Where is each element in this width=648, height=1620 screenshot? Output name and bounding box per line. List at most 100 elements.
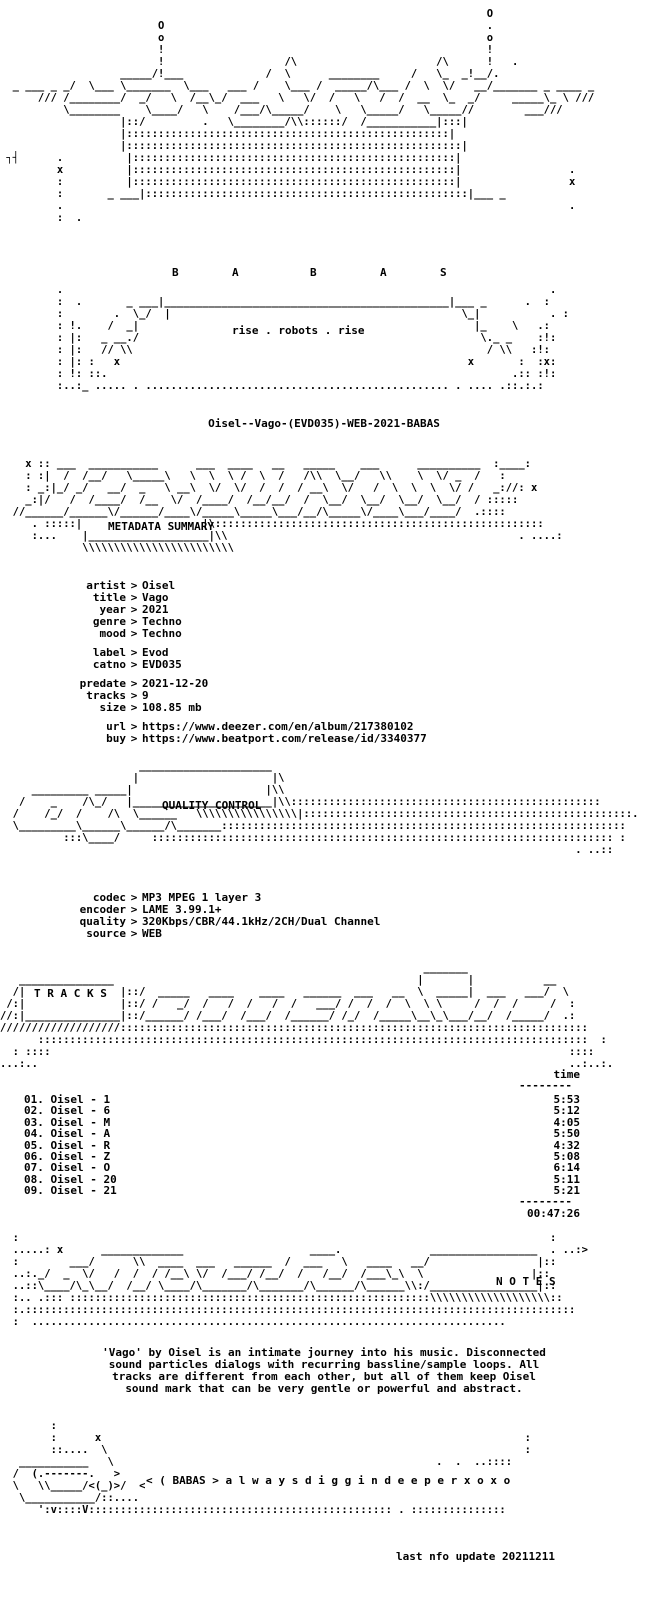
notes-text: 'Vago' by Oisel is an intimate journey i… [0, 1347, 648, 1395]
kv-key: buy [106, 732, 126, 745]
metadata-banner-art: x :: ___ ___________ ___ ____ __ _____ _… [12, 458, 563, 554]
kv-value: Vago [142, 591, 169, 604]
kv-key: catno [92, 658, 126, 671]
total-rule: -------- [519, 1195, 572, 1208]
kv-row-tracks: tracks>9 [60, 690, 427, 702]
kv-key: mood [99, 627, 127, 640]
kv-separator: > [130, 701, 138, 714]
kv-row-source: source>WEB [60, 928, 380, 940]
header-ascii-art: O O . o o ! [6, 8, 595, 224]
kv-separator: > [130, 615, 138, 628]
kv-separator: > [130, 732, 138, 745]
kv-row-mood: mood> Techno [60, 628, 427, 640]
track-time: 5:08 [553, 1149, 581, 1163]
track-name: 04. Oisel - A [24, 1127, 111, 1141]
notes-line-3: tracks are different from each other, bu… [112, 1370, 536, 1383]
slogan: rise . robots . rise [232, 324, 365, 337]
kv-row-title: title > Vago [60, 592, 427, 604]
tracks-section-title: T R A C K S [34, 987, 107, 1000]
kv-row-predate: predate>2021-12-20 [60, 678, 427, 690]
kv-value[interactable]: https://www.beatport.com/release/id/3340… [142, 732, 427, 745]
last-update: last nfo update 20211211 [396, 1550, 555, 1563]
kv-key: title [92, 591, 126, 604]
track-row: 05. Oisel - R 4:32 [24, 1138, 581, 1152]
kv-row-label: label>Evod [60, 647, 427, 659]
kv-value: LAME 3.99.1+ [142, 903, 222, 916]
kv-value: 320Kbps/CBR/44.1kHz/2CH/Dual Channel [142, 915, 381, 928]
kv-separator: > [130, 603, 138, 616]
kv-separator: > [130, 658, 138, 671]
kv-key: codec [92, 891, 126, 904]
track-name: 05. Oisel - R [24, 1138, 111, 1152]
total-time: 00:47:26 [527, 1207, 580, 1220]
track-row: 07. Oisel - O 6:14 [24, 1161, 581, 1175]
kv-value: Oisel [142, 579, 176, 592]
logo-letter-5: S [440, 266, 447, 279]
kv-row-quality: quality>320Kbps/CBR/44.1kHz/2CH/Dual Cha… [60, 915, 381, 928]
kv-key: url [106, 720, 126, 733]
track-row: 06. Oisel - Z 5:08 [24, 1149, 581, 1163]
track-name: 06. Oisel - Z [24, 1149, 111, 1163]
track-name: 08. Oisel - 20 [24, 1172, 117, 1186]
kv-row-artist: artist > Oisel [60, 580, 427, 592]
kv-key: year [99, 603, 127, 616]
kv-value[interactable]: https://www.deezer.com/en/album/21738010… [142, 720, 414, 733]
kv-key: predate [79, 677, 126, 690]
kv-separator: > [130, 591, 138, 604]
logo-letter-3: B [310, 266, 317, 279]
header-ascii-art-lower: . . : . _ ___|__________________________… [56, 284, 569, 392]
logo-letter-1: B [172, 266, 179, 279]
notes-line-4: sound mark that can be very gentle or po… [125, 1382, 523, 1395]
track-name: 03. Oisel - M [24, 1115, 111, 1129]
release-name: Oisel--Vago-(EVD035)-WEB-2021-BABAS [208, 417, 440, 430]
kv-value: Techno [142, 627, 182, 640]
kv-row-size: size>108.85 mb [60, 702, 427, 714]
track-row: 02. Oisel - 6 5:12 [24, 1104, 581, 1118]
track-name: 07. Oisel - O [24, 1161, 111, 1175]
tracks-banner-art: _______ _______________ | | __ /| |::/ _… [0, 962, 614, 1070]
track-time: 5:11 [553, 1172, 581, 1186]
kv-row-encoder: encoder>LAME 3.99.1+ [60, 904, 380, 916]
kv-key: encoder [79, 903, 126, 916]
track-time: 5:21 [553, 1184, 581, 1198]
notes-line-2: sound particles dialogs with recurring b… [108, 1358, 540, 1371]
kv-row-genre: genre > Techno [60, 616, 427, 628]
kv-row-catno: catno > EVD035 [60, 659, 427, 671]
kv-value: EVD035 [142, 658, 182, 671]
track-row: 09. Oisel - 21 5:21 [24, 1184, 581, 1198]
track-time: 5:12 [553, 1104, 581, 1118]
kv-separator: > [130, 646, 138, 659]
notes-banner-art: : : .....: x _____________ ____. _______… [12, 1232, 588, 1328]
time-column-header: time [553, 1068, 581, 1081]
kv-value: Techno [142, 615, 182, 628]
kv-value: 9 [142, 689, 149, 702]
footer-tagline: < ( BABAS > a l w a y s d i g g i n d e … [146, 1474, 511, 1487]
kv-value: MP3 MPEG 1 layer 3 [142, 891, 262, 904]
kv-key: artist [86, 579, 126, 592]
kv-separator: > [130, 720, 138, 733]
track-name: 02. Oisel - 6 [24, 1104, 111, 1118]
kv-separator: > [130, 915, 138, 928]
kv-value: WEB [142, 927, 162, 940]
logo-letter-2: A [232, 266, 239, 279]
footer-ascii-art: : : x : ::.... \ : ___________ \ [12, 1420, 532, 1516]
kv-separator: > [130, 627, 138, 640]
time-header-rule: -------- [519, 1079, 572, 1092]
kv-value: Evod [142, 646, 169, 659]
logo-letter-4: A [380, 266, 387, 279]
kv-key: genre [92, 615, 126, 628]
kv-separator: > [130, 579, 138, 592]
kv-separator: > [130, 891, 138, 904]
kv-row-url: url > https://www.deezer.com/en/album/2173… [60, 721, 427, 733]
kv-row-year: year>2021 [60, 604, 427, 616]
track-time: 4:32 [553, 1138, 581, 1152]
quality-banner-art: _____________________ | |\ _________ ___… [12, 760, 639, 856]
track-name: 09. Oisel - 21 [24, 1184, 117, 1198]
quality-section-title: QUALITY CONTROL [162, 799, 262, 812]
track-time: 6:14 [553, 1161, 581, 1175]
